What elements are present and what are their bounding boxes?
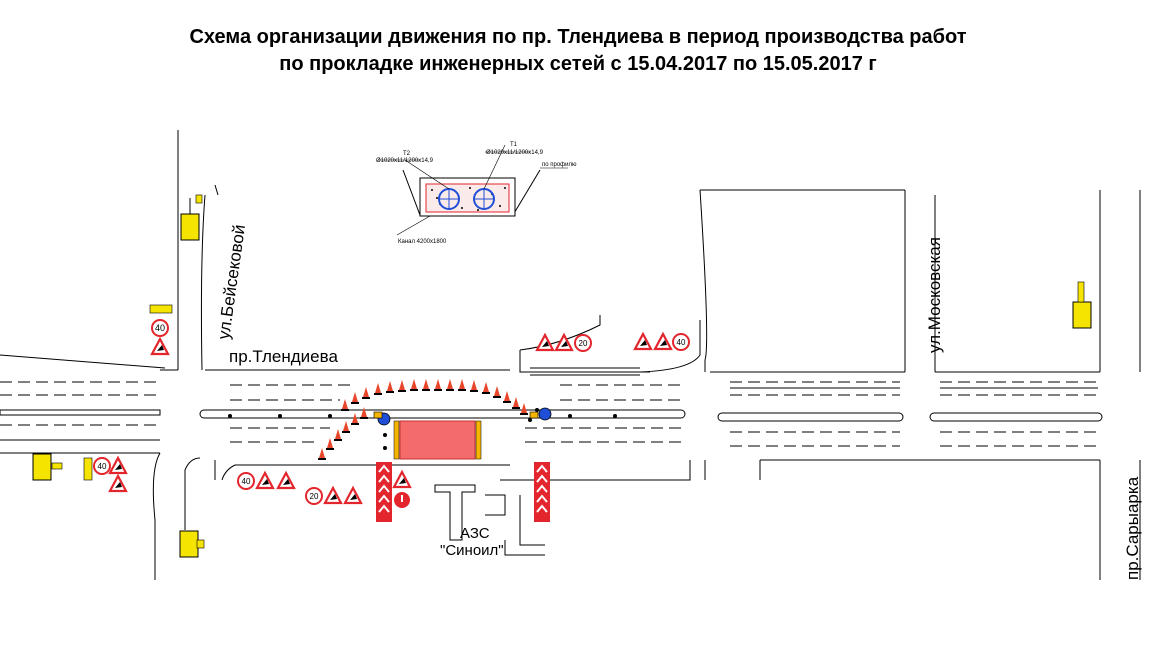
solid-lane-lines xyxy=(530,367,1098,389)
work-zone-barrier-left xyxy=(393,420,400,460)
street-label-tlendieva: пр.Тлендиева xyxy=(229,347,338,366)
sign-group-bottom-2: 20 xyxy=(305,486,363,505)
speed-limit-40-label: 40 xyxy=(155,323,165,333)
sign-group-center-bottom xyxy=(375,461,412,523)
speed-limit-40-label-2: 40 xyxy=(98,462,107,471)
section-spec-left: Ø1020х11/1200х14,9 xyxy=(376,158,434,164)
warning-board xyxy=(373,411,383,419)
traffic-light-left xyxy=(32,453,52,481)
diagram-title: Схема организации движения по пр. Тленди… xyxy=(0,24,1156,78)
keep-right-sign-right xyxy=(538,407,552,421)
section-spec-right: Ø1020х11/1200х14,9 xyxy=(486,150,544,156)
station-label-line1: АЗС xyxy=(460,525,490,542)
sign-posts xyxy=(228,408,617,450)
chevron-board-right xyxy=(533,461,551,523)
street-label-moskovskaya: ул.Московская xyxy=(925,237,944,353)
pipe-cross-section: Т2 Ø1020х11/1200х14,9 Т1 Ø1020х11/1200х1… xyxy=(376,142,577,245)
road-outlines xyxy=(0,130,1141,580)
work-zone-barrier-right xyxy=(475,420,482,460)
sign-group-top-mid: 20 xyxy=(535,333,592,352)
sign-group-top-left: 40 xyxy=(149,304,173,356)
station-label-line2: "Синоил" xyxy=(440,542,504,559)
section-channel-label: Канал 4200х1800 xyxy=(398,239,447,245)
work-zone xyxy=(399,420,476,460)
street-label-saryarka: пр.Сарыарка xyxy=(1123,476,1142,580)
traffic-light-top-left xyxy=(180,213,200,241)
title-line-1: Схема организации движения по пр. Тленди… xyxy=(189,26,967,48)
median-strips xyxy=(0,409,1103,422)
speed-limit-40-label-4: 40 xyxy=(677,338,686,347)
speed-limit-20-label-2: 20 xyxy=(579,339,588,348)
speed-limit-20-label: 20 xyxy=(310,492,319,501)
traffic-light-right xyxy=(1072,301,1092,329)
sign-group-top-right: 40 xyxy=(633,332,690,351)
section-label-t1: Т1 xyxy=(510,142,518,148)
speed-limit-40-label-3: 40 xyxy=(242,477,251,486)
street-label-beisekova: ул.Бейсековой xyxy=(214,223,249,340)
title-line-2: по прокладке инженерных сетей с 15.04.20… xyxy=(279,53,877,75)
sign-group-bottom-1: 40 xyxy=(237,471,296,490)
lane-markings xyxy=(0,381,1098,447)
sign-group-left-lower: 40 xyxy=(83,456,128,493)
traffic-light-bottom xyxy=(179,530,199,558)
warning-board-right xyxy=(529,411,539,419)
section-label-t2: Т2 xyxy=(403,151,411,157)
section-profile-label: по профилю xyxy=(542,162,577,168)
